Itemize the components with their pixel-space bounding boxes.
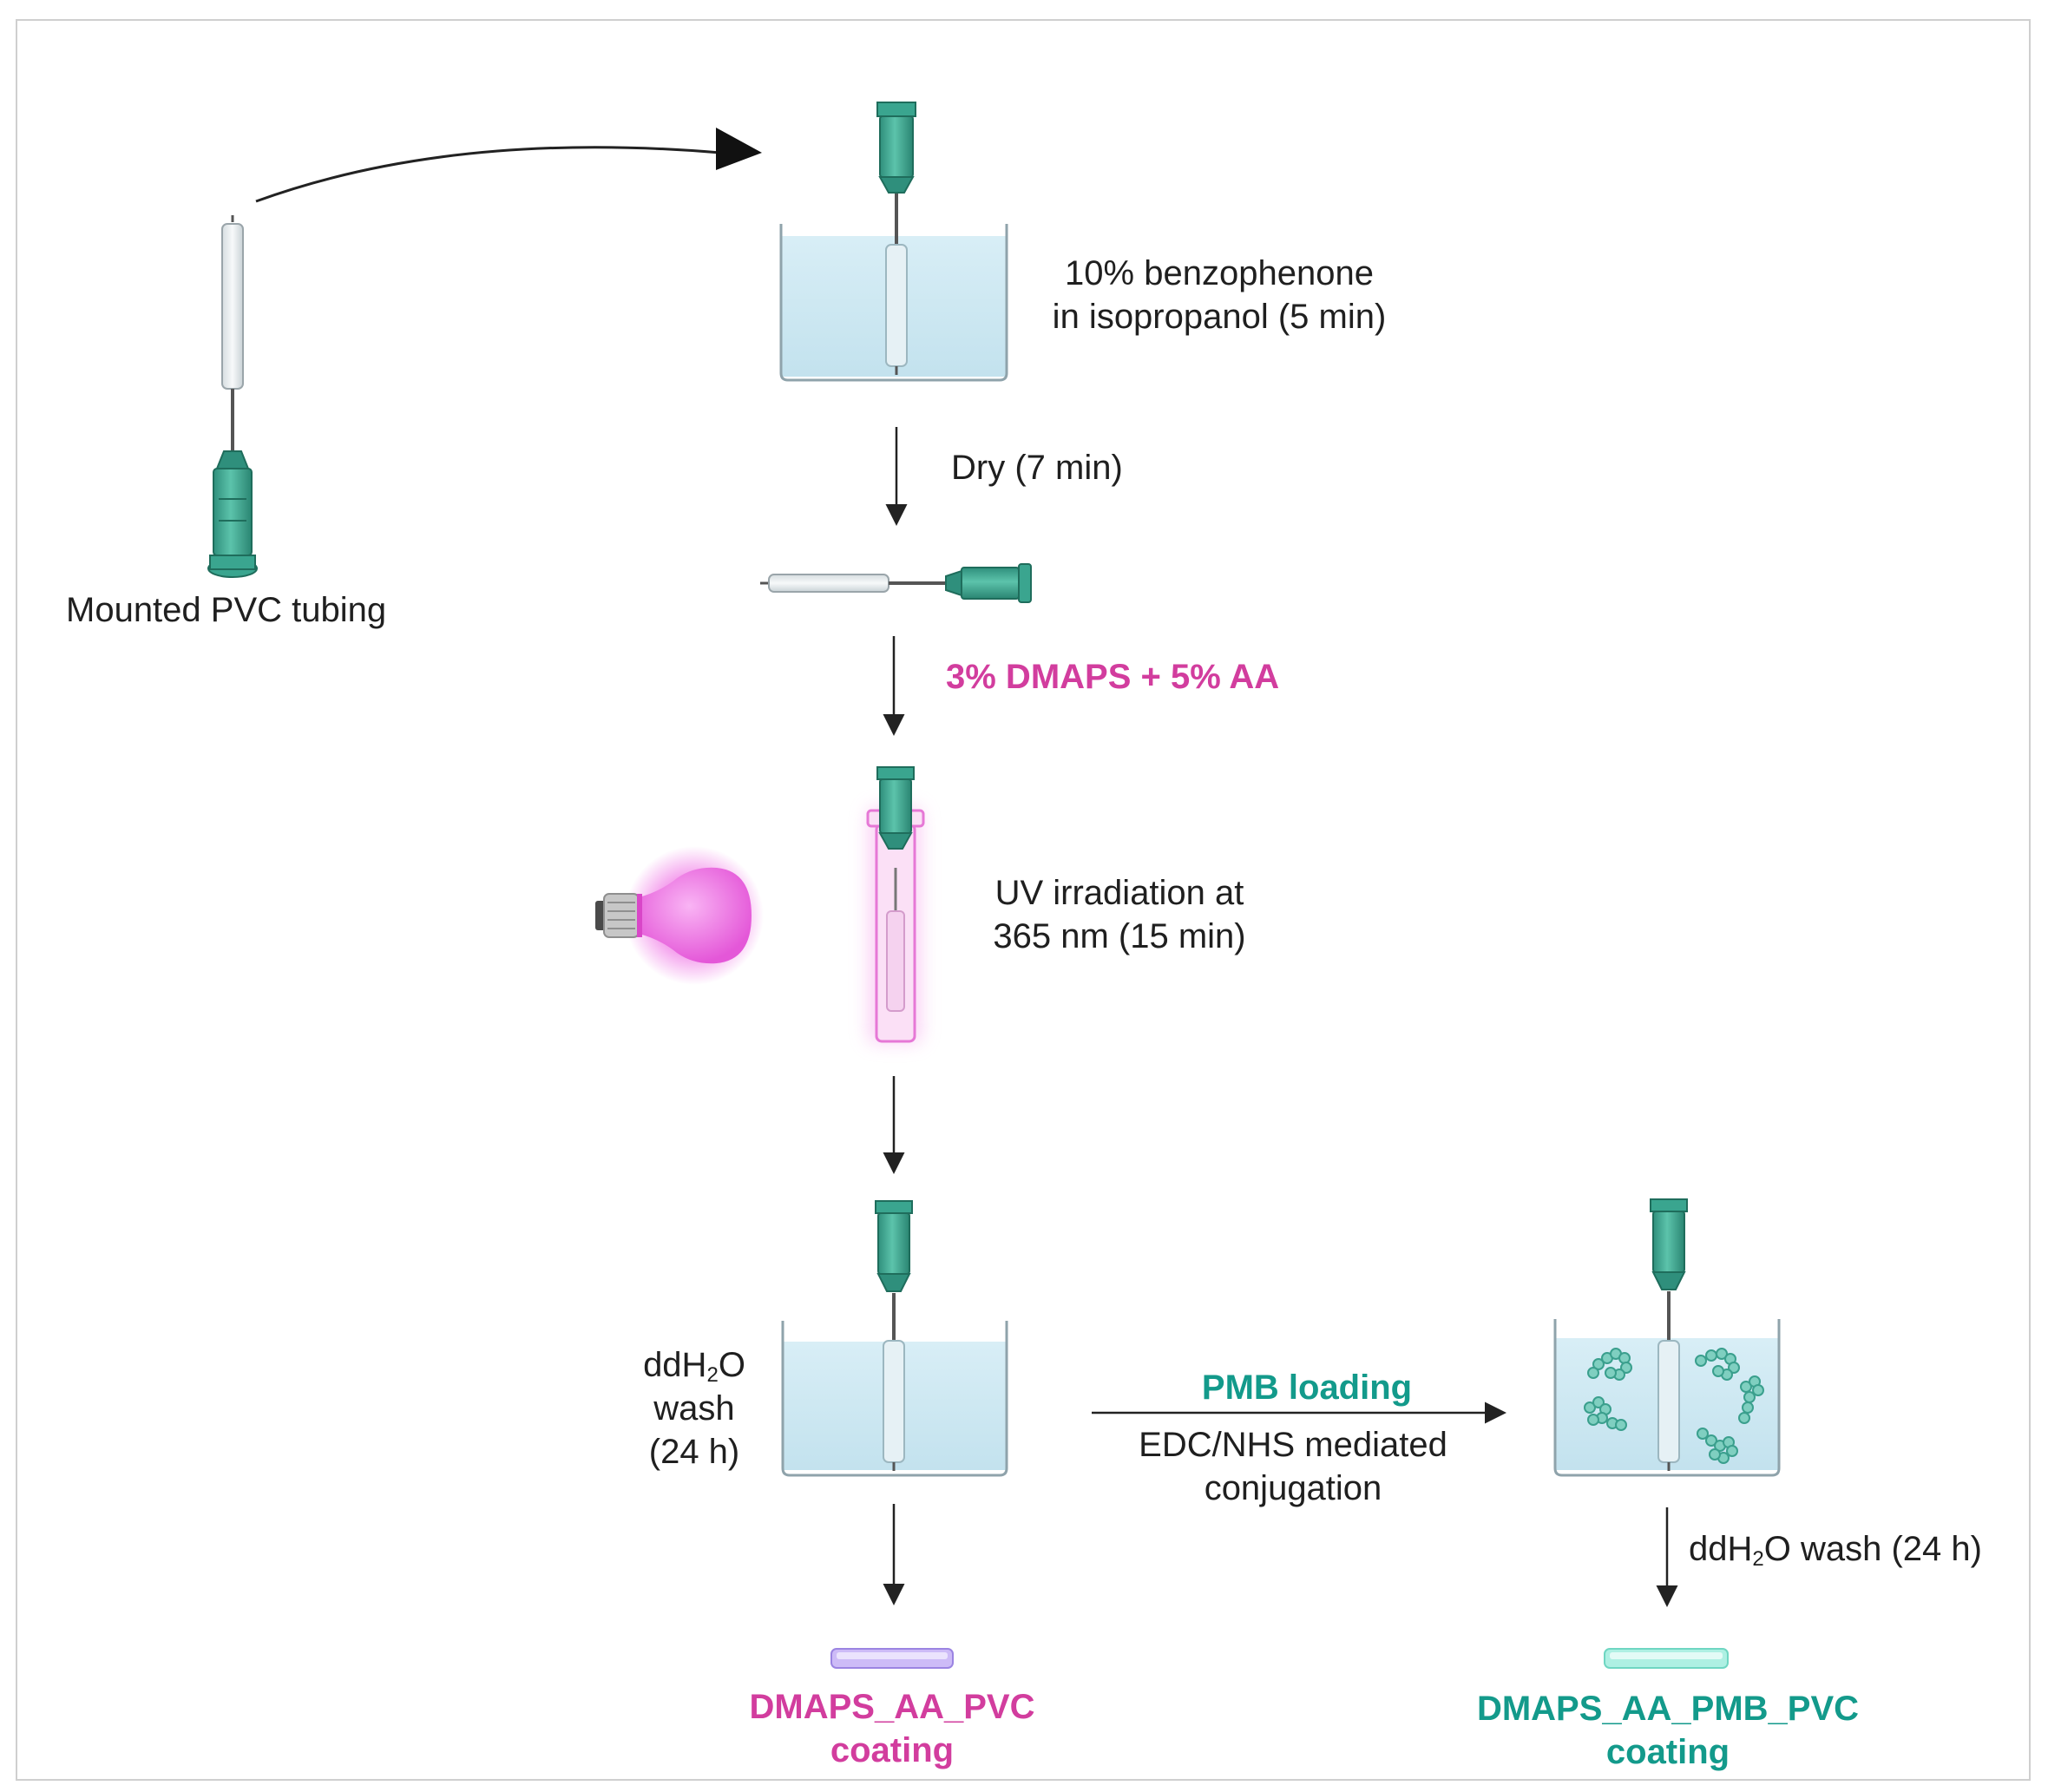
uv-reaction-tube-icon	[866, 766, 925, 1043]
uv-lamp-icon	[595, 846, 764, 985]
wash-left-line1: ddH2O	[643, 1343, 745, 1387]
dmaps-aa-pvc-line2: coating	[830, 1731, 955, 1769]
wash-right-suffix: O wash (24 h)	[1763, 1530, 1982, 1568]
wash-left-prefix: ddH	[643, 1346, 707, 1384]
mounted-tubing-label: Mounted PVC tubing	[66, 591, 387, 629]
dmaps-aa-pvc-tube-icon	[830, 1648, 954, 1669]
wash-left-sub: 2	[706, 1363, 719, 1387]
benzophenone-label: 10% benzophenone in isopropanol (5 min)	[1053, 252, 1387, 338]
figure-border	[16, 19, 2031, 1781]
transfer-arrow	[255, 128, 762, 203]
benzophenone-label-line2: in isopropanol (5 min)	[1052, 298, 1387, 336]
dried-tubing-icon	[760, 563, 1032, 603]
pmb-beaker-icon	[1553, 1198, 1781, 1477]
dry-label: Dry (7 min)	[951, 449, 1123, 487]
pmb-loading-label: PMB loading	[1201, 1369, 1413, 1407]
wash-right-sub: 2	[1752, 1547, 1764, 1571]
uv-label-line2: 365 nm (15 min)	[993, 917, 1246, 955]
dmaps-aa-pmb-pvc-line2: coating	[1605, 1733, 1730, 1771]
wash-left-line2: wash	[653, 1389, 735, 1428]
benzophenone-beaker-icon	[779, 102, 1008, 382]
uv-label-line1: UV irradiation at	[994, 874, 1244, 912]
edc-nhs-label: EDC/NHS mediated conjugation	[1139, 1423, 1447, 1510]
dmaps-aa-label: 3% DMAPS + 5% AA	[946, 658, 1280, 696]
pmb-molecule-icons	[1584, 1348, 1764, 1464]
mounted-tubing-icon	[207, 215, 258, 578]
edc-line2: conjugation	[1204, 1469, 1382, 1507]
dmaps-aa-pmb-pvc-line1: DMAPS_AA_PMB_PVC	[1476, 1690, 1860, 1728]
wash-right-prefix: ddH	[1689, 1530, 1753, 1568]
dmaps-aa-pvc-label: DMAPS_AA_PVC coating	[750, 1685, 1035, 1772]
wash-beaker-icon	[781, 1200, 1008, 1477]
wash-left-line3: (24 h)	[648, 1433, 740, 1471]
dmaps-aa-pmb-pvc-label: DMAPS_AA_PMB_PVC coating	[1477, 1687, 1859, 1774]
wash-right-label: ddH2O wash (24 h)	[1689, 1527, 1982, 1571]
uv-irradiation-label: UV irradiation at 365 nm (15 min)	[993, 871, 1245, 958]
wash-left-label: ddH2O wash (24 h)	[643, 1343, 745, 1474]
wash-left-suffix: O	[718, 1346, 745, 1384]
edc-line1: EDC/NHS mediated	[1139, 1426, 1447, 1464]
benzophenone-label-line1: 10% benzophenone	[1065, 254, 1374, 292]
dmaps-aa-pmb-pvc-tube-icon	[1604, 1648, 1729, 1669]
dmaps-aa-pvc-line1: DMAPS_AA_PVC	[749, 1688, 1035, 1726]
